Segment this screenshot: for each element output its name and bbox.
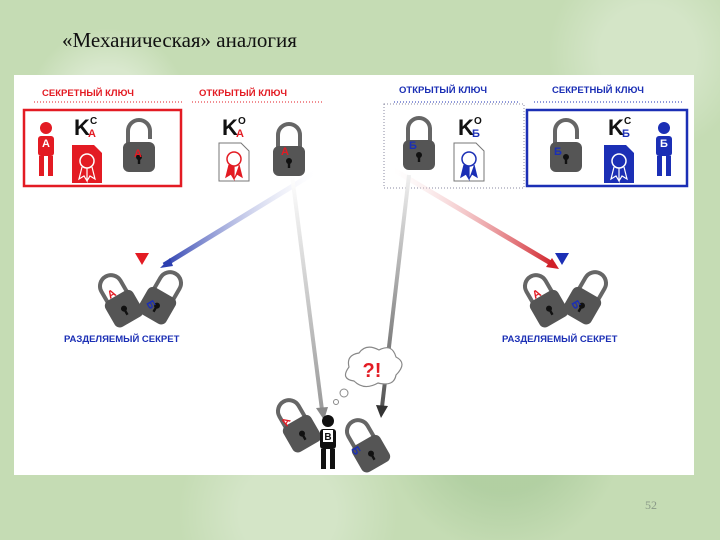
eavesdropper-letter: В xyxy=(324,432,331,443)
right-secret-key-letter: K xyxy=(608,115,624,140)
left-secret-key-sup: С xyxy=(90,116,97,127)
left-secret-key-sub: А xyxy=(88,128,96,140)
left-secret-certificate-icon xyxy=(72,145,102,184)
left-secret-key-letter: K xyxy=(74,115,90,140)
left-shared-secret-label: РАЗДЕЛЯЕМЫЙ СЕКРЕТ xyxy=(64,333,180,345)
person-a-letter: А xyxy=(42,138,50,150)
arrow-public-b-to-shared-right xyxy=(392,167,556,268)
thought-text: ?! xyxy=(363,360,382,382)
right-public-key-sup: О xyxy=(474,116,482,127)
right-public-key-sub: Б xyxy=(472,128,480,140)
right-public-padlock-letter: Б xyxy=(409,140,417,152)
arrow-public-a-to-shared-left xyxy=(162,170,316,268)
right-public-padlock-icon xyxy=(401,116,437,172)
right-public-certificate-icon xyxy=(453,142,485,182)
left-open-padlock-letter: А xyxy=(134,148,142,160)
eavesdropper-badge xyxy=(323,430,333,442)
right-public-key-label: ОТКРЫТЫЙ КЛЮЧ xyxy=(399,84,487,96)
left-public-key-label: ОТКРЫТЫЙ КЛЮЧ xyxy=(199,87,287,99)
eavesdropper-padlock-a-icon: А xyxy=(267,391,326,457)
person-b-letter: Б xyxy=(660,138,668,150)
left-public-padlock-letter: А xyxy=(281,146,289,158)
right-public-key-letter: K xyxy=(458,115,474,140)
left-public-key-letter: K xyxy=(222,115,238,140)
right-public-region xyxy=(383,103,525,189)
left-public-key-sup: О xyxy=(238,116,246,127)
eavesdropper-padlock-b-icon: Б xyxy=(336,411,395,475)
left-public-key-sub: А xyxy=(236,128,244,140)
right-secret-certificate-icon xyxy=(604,145,634,184)
arrow-public-a-to-eavesdropper xyxy=(290,174,324,411)
page-number: 52 xyxy=(645,498,657,512)
left-public-certificate-icon xyxy=(218,142,250,182)
left-secret-box xyxy=(22,108,183,188)
right-secret-box xyxy=(525,108,689,188)
right-secret-key-sub: Б xyxy=(622,128,630,140)
slide-title: «Механическая» аналогия xyxy=(62,28,297,52)
diagram-canvas: СЕКРЕТНЫЙ КЛЮЧ ОТКРЫТЫЙ КЛЮЧ ОТКРЫТЫЙ КЛ… xyxy=(22,84,689,475)
left-secret-key-label: СЕКРЕТНЫЙ КЛЮЧ xyxy=(42,87,134,99)
left-open-padlock-icon xyxy=(121,118,157,174)
right-open-padlock-letter: Б xyxy=(554,146,562,158)
thought-bubble: ?! xyxy=(333,346,403,405)
right-secret-key-sup: С xyxy=(624,116,631,127)
right-secret-key-label: СЕКРЕТНЫЙ КЛЮЧ xyxy=(552,84,644,96)
right-shared-secret-label: РАЗДЕЛЯЕМЫЙ СЕКРЕТ xyxy=(502,333,618,345)
left-public-padlock-icon xyxy=(271,122,307,178)
right-shared-padlocks-icon: А Б xyxy=(514,263,617,332)
diagram-panel: СЕКРЕТНЫЙ КЛЮЧ ОТКРЫТЫЙ КЛЮЧ ОТКРЫТЫЙ КЛ… xyxy=(14,75,694,475)
left-shared-padlocks-icon: А Б xyxy=(89,263,192,332)
